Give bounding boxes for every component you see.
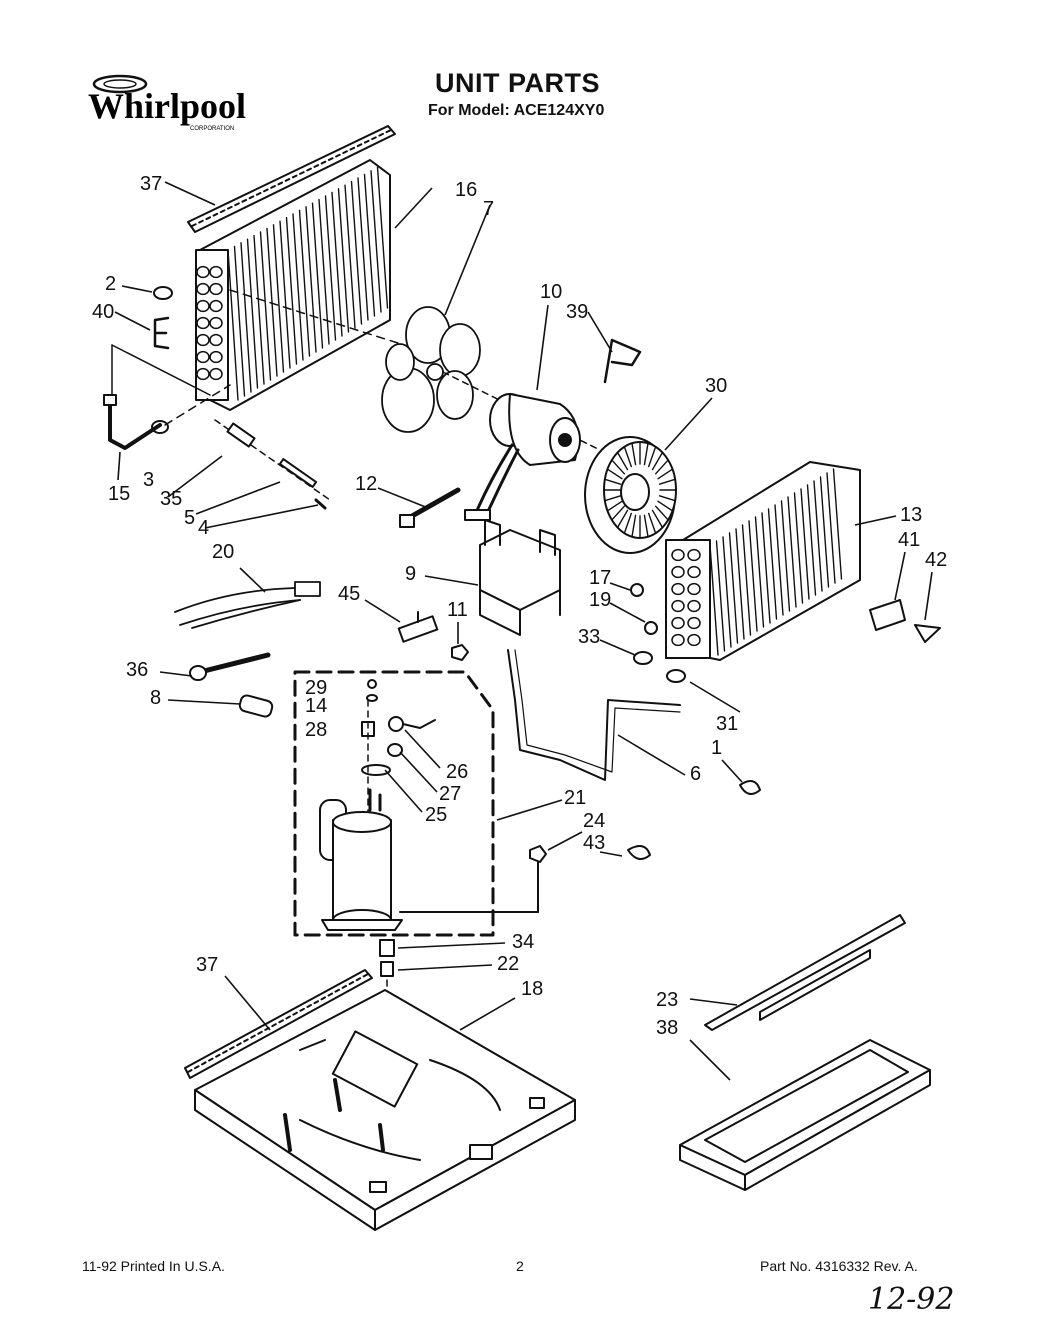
label-10: 10 (540, 281, 562, 303)
wire-harness-20 (174, 581, 321, 629)
label-26: 26 (446, 761, 468, 783)
label-3: 3 (143, 469, 154, 491)
whirlpool-logo: Whirlpool CORPORATION (88, 74, 246, 132)
label-13: 13 (900, 504, 922, 526)
compressor (319, 699, 403, 931)
label-36: 36 (126, 659, 148, 681)
label-41: 41 (898, 529, 920, 551)
footer-page-number: 2 (516, 1258, 524, 1274)
label-24: 24 (583, 810, 605, 832)
fan-blade-7 (381, 306, 481, 433)
bottom-rail-37 (184, 969, 373, 1079)
label-31: 31 (716, 713, 738, 735)
label-34: 34 (512, 931, 534, 953)
label-29: 29 (305, 677, 327, 699)
motor-mount-9 (479, 519, 561, 636)
label-39: 39 (566, 301, 588, 323)
refrigerant-tube-6 (507, 649, 681, 781)
grommet-3 (151, 420, 169, 434)
page-title: UNIT PARTS (435, 68, 600, 98)
bracket-39 (603, 338, 642, 384)
label-35: 35 (160, 488, 182, 510)
grommet-33 (633, 651, 653, 665)
label-18: 18 (521, 978, 543, 1000)
logo-subtext: CORPORATION (190, 126, 234, 132)
footer-part-number: Part No. 4316332 Rev. A. (760, 1258, 918, 1274)
grommet-17 (630, 583, 644, 597)
label-19: 19 (589, 589, 611, 611)
bracket-41 (869, 599, 906, 631)
label-33: 33 (578, 626, 600, 648)
label-27: 27 (439, 783, 461, 805)
label-23: 23 (656, 989, 678, 1011)
drain-tray-38 (679, 1039, 931, 1191)
fan-motor-10 (464, 393, 581, 521)
grommet-31 (666, 669, 686, 683)
label-11: 11 (447, 599, 468, 621)
condenser-coil-16 (195, 159, 391, 411)
tube-8 (238, 694, 274, 718)
label-17: 17 (589, 567, 611, 589)
blower-wheel-30 (584, 436, 677, 554)
label-21: 21 (564, 787, 586, 809)
label-25: 25 (425, 804, 447, 826)
tube-15 (108, 398, 162, 450)
top-rail-37 (187, 125, 396, 233)
label-30: 30 (705, 375, 727, 397)
handwritten-date: 12-92 (868, 1282, 955, 1317)
nut-11 (451, 644, 469, 661)
grommet-34 (379, 939, 395, 957)
sensor-36 (197, 652, 271, 675)
label-7: 7 (483, 198, 494, 220)
label-28: 28 (305, 719, 327, 741)
label-43: 43 (583, 832, 605, 854)
footer-print-info: 11-92 Printed In U.S.A. (82, 1258, 225, 1274)
label-22: 22 (497, 953, 519, 975)
nut-24 (529, 845, 547, 863)
label-45: 45 (338, 583, 360, 605)
logo-wordmark: Whirlpool (88, 86, 246, 126)
grommet-2 (153, 286, 173, 300)
clip-40 (153, 316, 170, 350)
label-2: 2 (105, 273, 116, 295)
label-9: 9 (405, 563, 416, 585)
model-subtitle: For Model: ACE124XY0 (428, 102, 605, 119)
label-15: 15 (108, 483, 130, 505)
label-42: 42 (925, 549, 947, 571)
label-40: 40 (92, 301, 114, 323)
grommet-19 (644, 621, 658, 635)
label-16: 16 (455, 179, 477, 201)
spacer-22 (380, 961, 394, 977)
label-5: 5 (184, 507, 195, 529)
label-20: 20 (212, 541, 234, 563)
label-4: 4 (198, 517, 209, 539)
label-37-bottom: 37 (196, 954, 218, 976)
evaporator-coil-13 (665, 461, 861, 661)
label-14: 14 (305, 695, 327, 717)
clip-1 (739, 780, 761, 795)
clip-42 (914, 624, 941, 643)
switch-45 (397, 611, 439, 643)
label-12: 12 (355, 473, 377, 495)
label-37-top: 37 (140, 173, 162, 195)
compressor-assembly-21 (293, 670, 495, 937)
panel-23 (704, 914, 906, 1031)
label-8: 8 (150, 687, 161, 709)
label-6: 6 (690, 763, 701, 785)
label-38: 38 (656, 1017, 678, 1039)
base-pan-18 (194, 989, 576, 1231)
label-1: 1 (711, 737, 722, 759)
clip-43 (627, 845, 651, 860)
